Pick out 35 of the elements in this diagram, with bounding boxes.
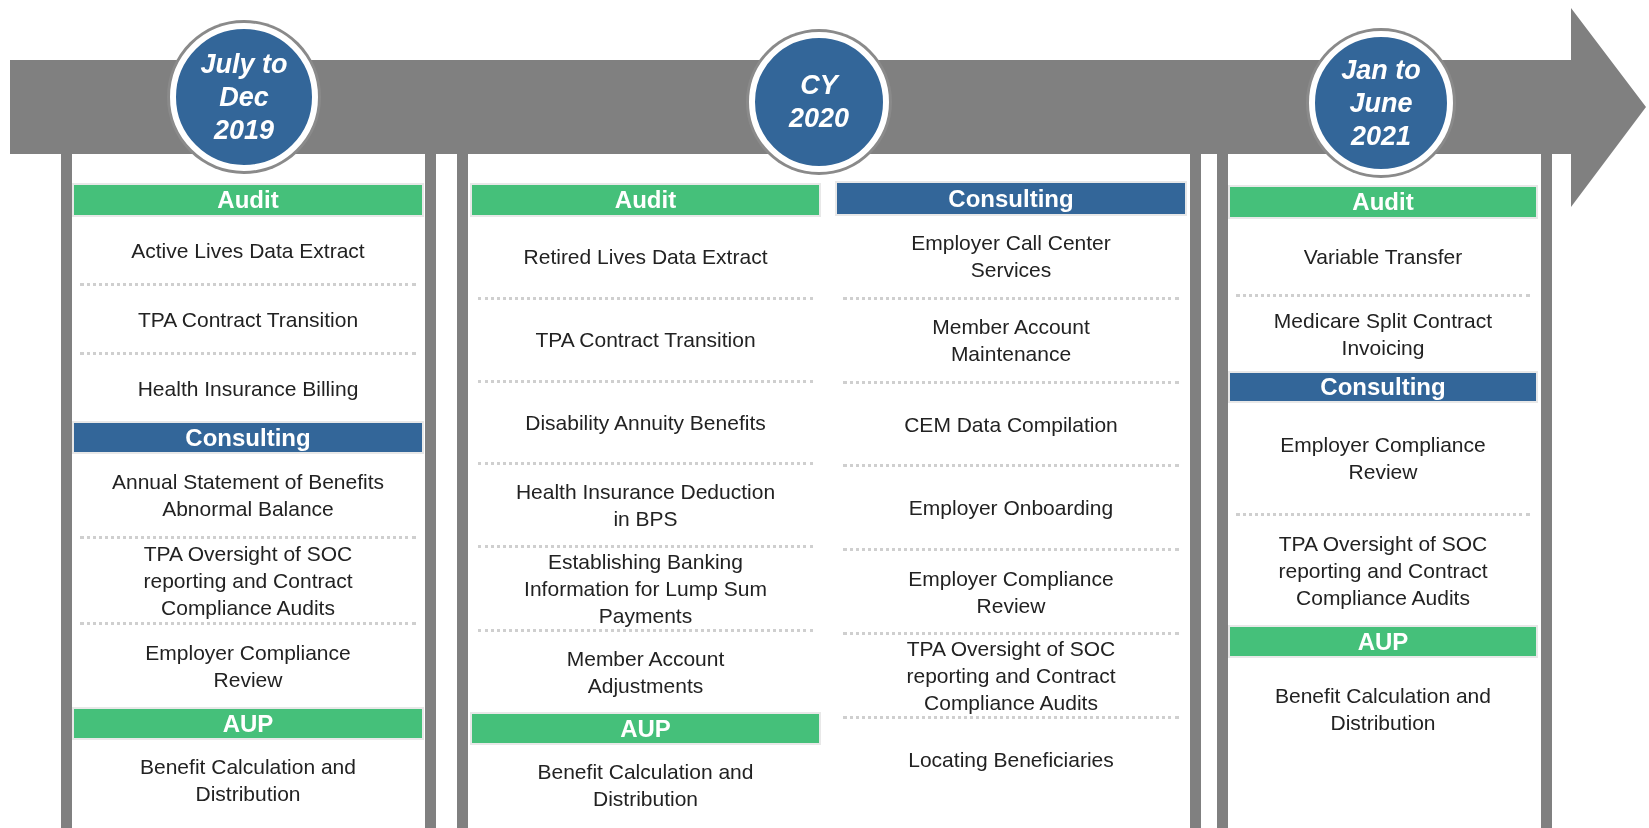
task-label: Health Insurance Deduction in BPS (514, 479, 777, 533)
section-header: Consulting (835, 181, 1187, 216)
task-label: Medicare Split Contract Invoicing (1272, 307, 1494, 361)
section-header: Audit (72, 183, 424, 217)
task-label: Employer Compliance Review (1279, 431, 1487, 485)
task-label: Employer Compliance Review (144, 639, 352, 693)
task-label: Benefit Calculation and Distribution (1274, 683, 1492, 736)
task-label: CEM Data Compilation (904, 411, 1118, 438)
task-label: TPA Contract Transition (137, 306, 359, 333)
task-label: Establishing Banking Information for Lump Sum Payments (523, 549, 768, 630)
section-header: Audit (470, 183, 821, 217)
task-label: Active Lives Data Extract (131, 237, 365, 264)
task-label: Retired Lives Data Extract (523, 244, 768, 271)
task-label: Annual Statement of Benefits Abnormal Balance (112, 469, 384, 523)
task-label: TPA Oversight of SOC reporting and Contract Compliance Audits (905, 636, 1117, 717)
task-label: Employer Compliance Review (907, 565, 1115, 619)
task-label: Employer Onboarding (908, 495, 1114, 522)
task-label: TPA Oversight of SOC reporting and Contract Compliance Audits (142, 541, 354, 621)
task-label: Member Account Adjustments (565, 646, 726, 700)
section-header: Consulting (72, 421, 424, 454)
section-header: AUP (1228, 625, 1538, 658)
task-label: Variable Transfer (1303, 243, 1463, 270)
section-header: Consulting (1228, 371, 1538, 403)
section-header: AUP (72, 707, 424, 740)
task-label: Health Insurance Billing (137, 375, 359, 402)
task-label: Disability Annuity Benefits (525, 410, 766, 436)
task-label: Employer Call Center Services (910, 230, 1112, 284)
task-label: Member Account Maintenance (931, 314, 1091, 368)
task-label: Locating Beneficiaries (908, 747, 1114, 774)
task-label: Benefit Calculation and Distribution (536, 759, 755, 812)
task-label: TPA Contract Transition (535, 327, 756, 354)
section-header: Audit (1228, 185, 1538, 219)
task-label: Benefit Calculation and Distribution (139, 754, 357, 807)
task-label: TPA Oversight of SOC reporting and Contract Compliance Audits (1277, 530, 1489, 611)
section-header: AUP (470, 712, 821, 745)
